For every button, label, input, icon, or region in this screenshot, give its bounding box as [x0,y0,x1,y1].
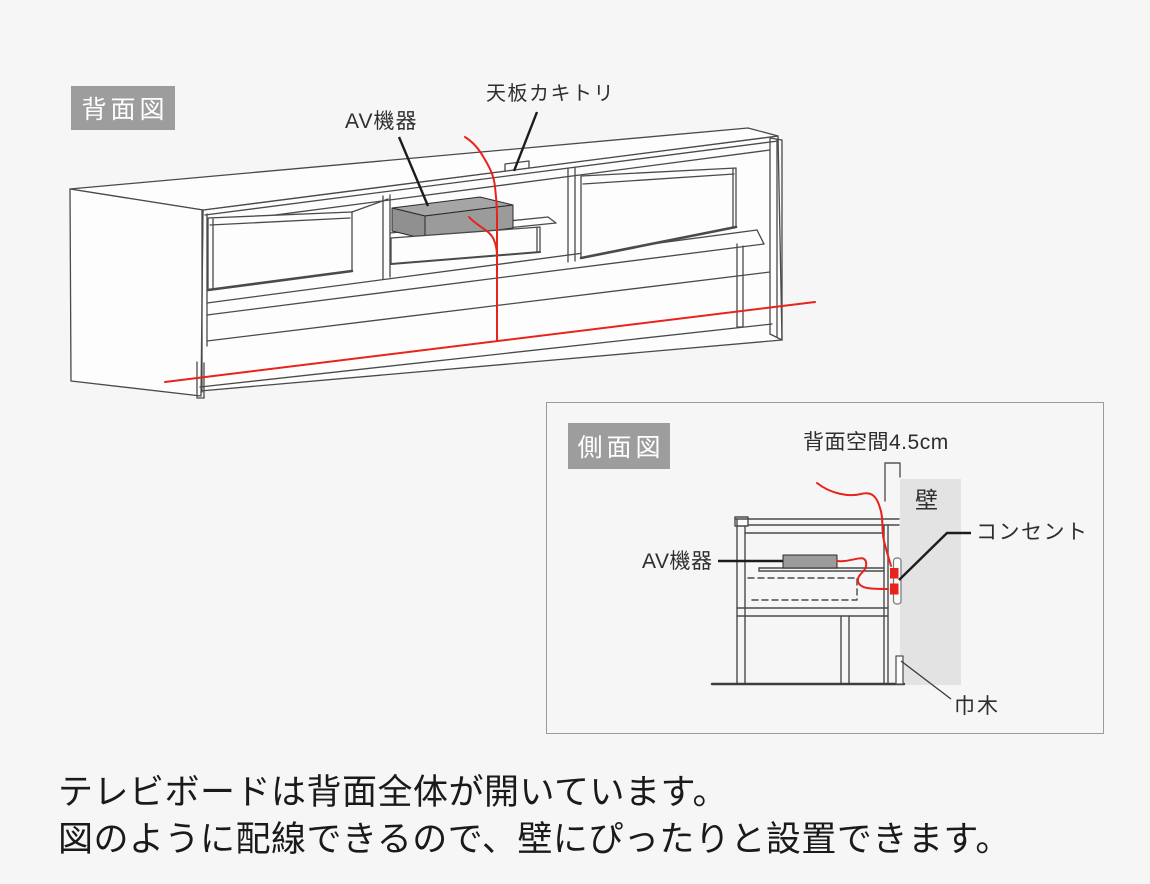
tv-board-side-section [734,516,900,685]
side-av-device-label: AV機器 [642,550,713,573]
cable-over-top-to-outlet [816,482,892,567]
baseboard-label: 巾木 [954,695,1000,718]
side-view-tag: 側面図 [568,423,670,469]
side-view-frame [546,402,1104,734]
rear-view-drawing [69,127,783,399]
right-drawer [579,167,738,260]
gap-measure-bracket [884,462,901,502]
plug-top [890,568,899,579]
top-cutout-label: 天板カキトリ [486,83,615,105]
caption-line-2: 図のように配線できるので、壁にぴったりと設置できます。 [58,820,1011,859]
drawer-dashed-outline [747,577,858,601]
leader-baseboard [900,660,952,700]
cable-from-av-device [468,216,498,257]
caption: テレビボードは背面全体が開いています。 図のように配線できるので、壁にぴったりと… [58,769,1011,863]
rear-leader-lines [397,111,539,207]
wall-label: 壁 [915,487,938,513]
rear-view-tag: 背面図 [71,86,175,130]
base-panel [199,271,773,388]
plug-bottom [890,583,899,595]
wall [900,479,961,685]
outlet-label: コンセント [976,521,1089,544]
side-view-drawing [710,462,961,686]
rear-space-label: 背面空間4.5cm [803,431,949,454]
cabinet-left-panel [69,188,204,397]
cable-along-floor [164,301,816,383]
cabinet-legs [196,243,744,399]
side-leader-lines [718,531,971,700]
cable-through-top-cutout [464,136,498,342]
baseboard [895,655,904,685]
leader-outlet [898,531,971,581]
center-dividers [382,167,576,280]
rear-red-cables [164,136,816,383]
side-red-cables [816,482,899,595]
leader-top-cutout [512,111,539,172]
leader-av-device [397,136,430,207]
left-drawer [206,198,389,292]
caption-line-1: テレビボードは背面全体が開いています。 [58,773,728,812]
rear-av-device-label: AV機器 [345,110,418,133]
middle-drawer [390,226,541,265]
cable-av-to-outlet [836,557,889,590]
